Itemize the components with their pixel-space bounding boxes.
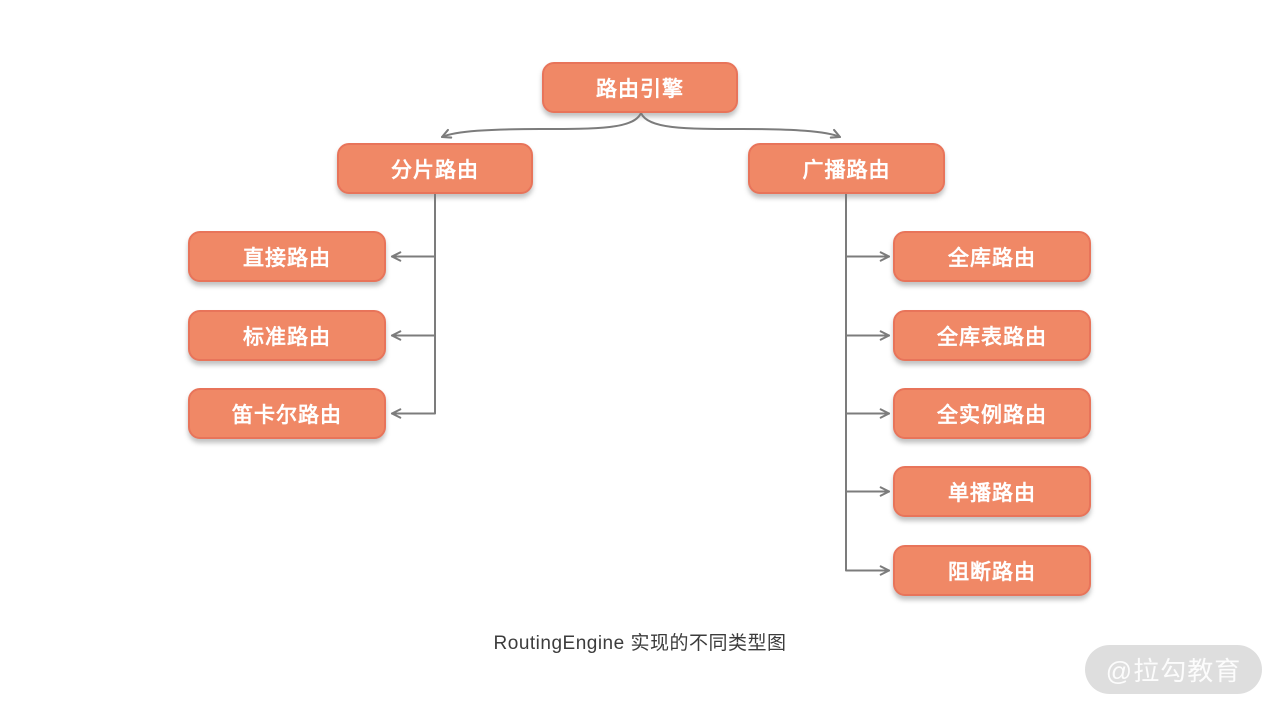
node-full-database-table-routing: 全库表路由 bbox=[893, 310, 1091, 361]
node-sharding-routing: 分片路由 bbox=[337, 143, 533, 194]
node-full-database-routing: 全库路由 bbox=[893, 231, 1091, 282]
node-standard-routing: 标准路由 bbox=[188, 310, 386, 361]
node-routing-engine: 路由引擎 bbox=[542, 62, 738, 113]
connector-root-to-sharding bbox=[440, 112, 642, 139]
node-block-routing: 阻断路由 bbox=[893, 545, 1091, 596]
connector-broadcast-trunk-to-block bbox=[845, 193, 891, 576]
node-full-instance-routing: 全实例路由 bbox=[893, 388, 1091, 439]
node-direct-routing: 直接路由 bbox=[188, 231, 386, 282]
connector-root-to-broadcast bbox=[640, 112, 842, 139]
node-unicast-routing: 单播路由 bbox=[893, 466, 1091, 517]
connector-sharding-trunk-to-cartesian bbox=[390, 193, 436, 419]
diagram-caption: RoutingEngine 实现的不同类型图 bbox=[493, 633, 787, 654]
watermark-badge: @拉勾教育 bbox=[1085, 645, 1262, 694]
node-cartesian-routing: 笛卡尔路由 bbox=[188, 388, 386, 439]
node-broadcast-routing: 广播路由 bbox=[748, 143, 945, 194]
